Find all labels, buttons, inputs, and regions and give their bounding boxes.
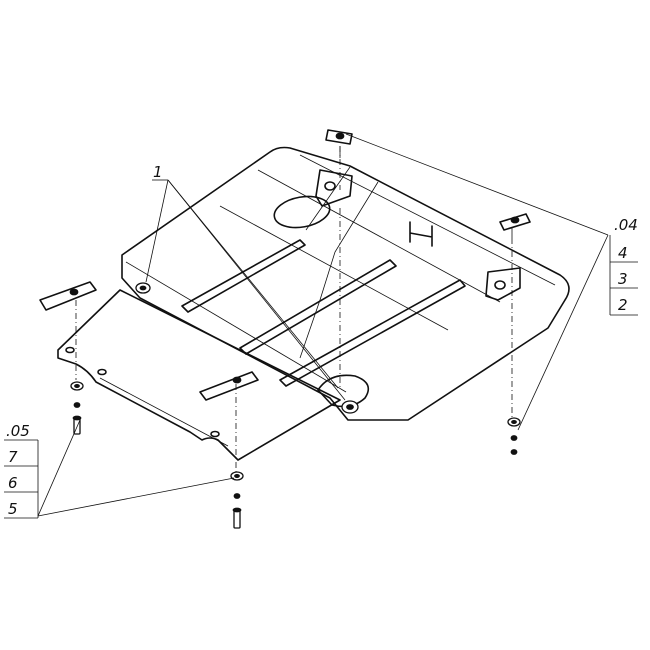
fastener-left — [70, 381, 84, 435]
callout-right-item-2: 3 — [618, 270, 628, 288]
fastener-right — [507, 417, 521, 455]
front-plate — [57, 289, 341, 461]
top-bracket — [315, 129, 353, 207]
rear-plate — [121, 129, 570, 421]
callout-part-1: 1 — [153, 163, 163, 181]
h-emblem — [409, 221, 433, 247]
callout-right-item-1: 4 — [618, 244, 628, 262]
right-bracket — [485, 213, 531, 301]
callout-left-header: .05 — [6, 422, 30, 440]
fastener-center — [230, 471, 244, 529]
callout-left-item-1: 7 — [8, 448, 18, 466]
callout-left-item-2: 6 — [8, 474, 18, 492]
leader-lines — [37, 133, 609, 517]
callout-right-item-3: 2 — [618, 296, 628, 314]
loose-nut-plate — [39, 281, 97, 311]
callout-right-header: .04 — [614, 216, 638, 234]
callout-left-item-3: 5 — [8, 500, 18, 518]
callout-table-right — [609, 235, 638, 316]
callout-table-left — [4, 439, 39, 519]
